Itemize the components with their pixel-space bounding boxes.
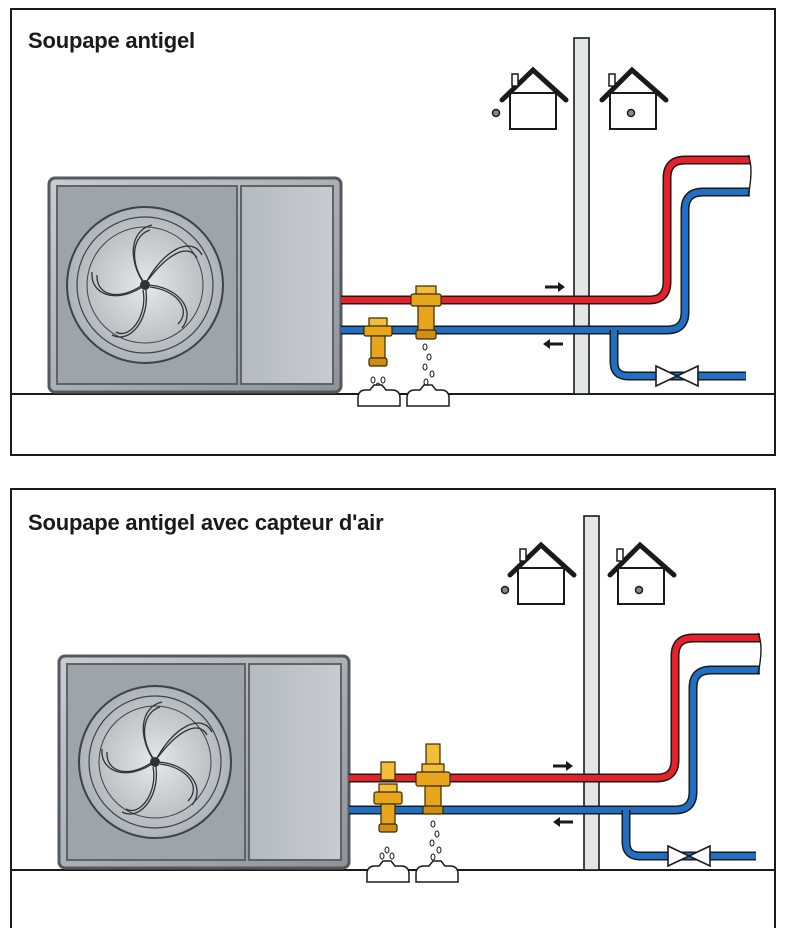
hot-pipe xyxy=(341,155,750,305)
wall-icon xyxy=(583,515,600,871)
water-drops-icon xyxy=(379,820,442,861)
antifreeze-valve-icon xyxy=(363,317,393,367)
house-warm-icon xyxy=(607,541,677,605)
outdoor-unit-fan-icon xyxy=(47,176,343,394)
wall-icon xyxy=(573,37,590,395)
diagram-antifreeze-valve-air-sensor: Soupape antigel avec capteur d'air xyxy=(10,488,776,928)
flow-arrow-right-icon xyxy=(553,761,573,771)
drain-tray-icon xyxy=(366,860,459,883)
flow-arrow-left-icon xyxy=(543,339,563,349)
shutoff-valve-icon xyxy=(655,364,699,388)
diagram-antifreeze-valve: Soupape antigel xyxy=(10,8,776,456)
diagram-title: Soupape antigel xyxy=(28,28,195,53)
flow-arrow-right-icon xyxy=(545,282,565,292)
antifreeze-valve-icon xyxy=(410,285,442,340)
drain-tray-icon xyxy=(357,384,450,407)
diagram-title: Soupape antigel avec capteur d'air xyxy=(28,510,384,535)
cold-pipe xyxy=(349,665,760,861)
air-sensor-valve-icon xyxy=(373,761,403,833)
diagram-scene xyxy=(12,515,774,883)
house-warm-icon xyxy=(599,66,669,130)
outdoor-unit-fan-icon xyxy=(57,654,351,870)
air-sensor-valve-icon xyxy=(415,743,451,815)
diagram-scene xyxy=(12,37,774,407)
house-cold-icon xyxy=(500,541,577,605)
shutoff-valve-icon xyxy=(667,844,711,868)
flow-arrow-left-icon xyxy=(553,817,573,827)
cold-pipe xyxy=(341,187,750,381)
house-cold-icon xyxy=(491,66,569,130)
hot-pipe xyxy=(349,633,760,783)
